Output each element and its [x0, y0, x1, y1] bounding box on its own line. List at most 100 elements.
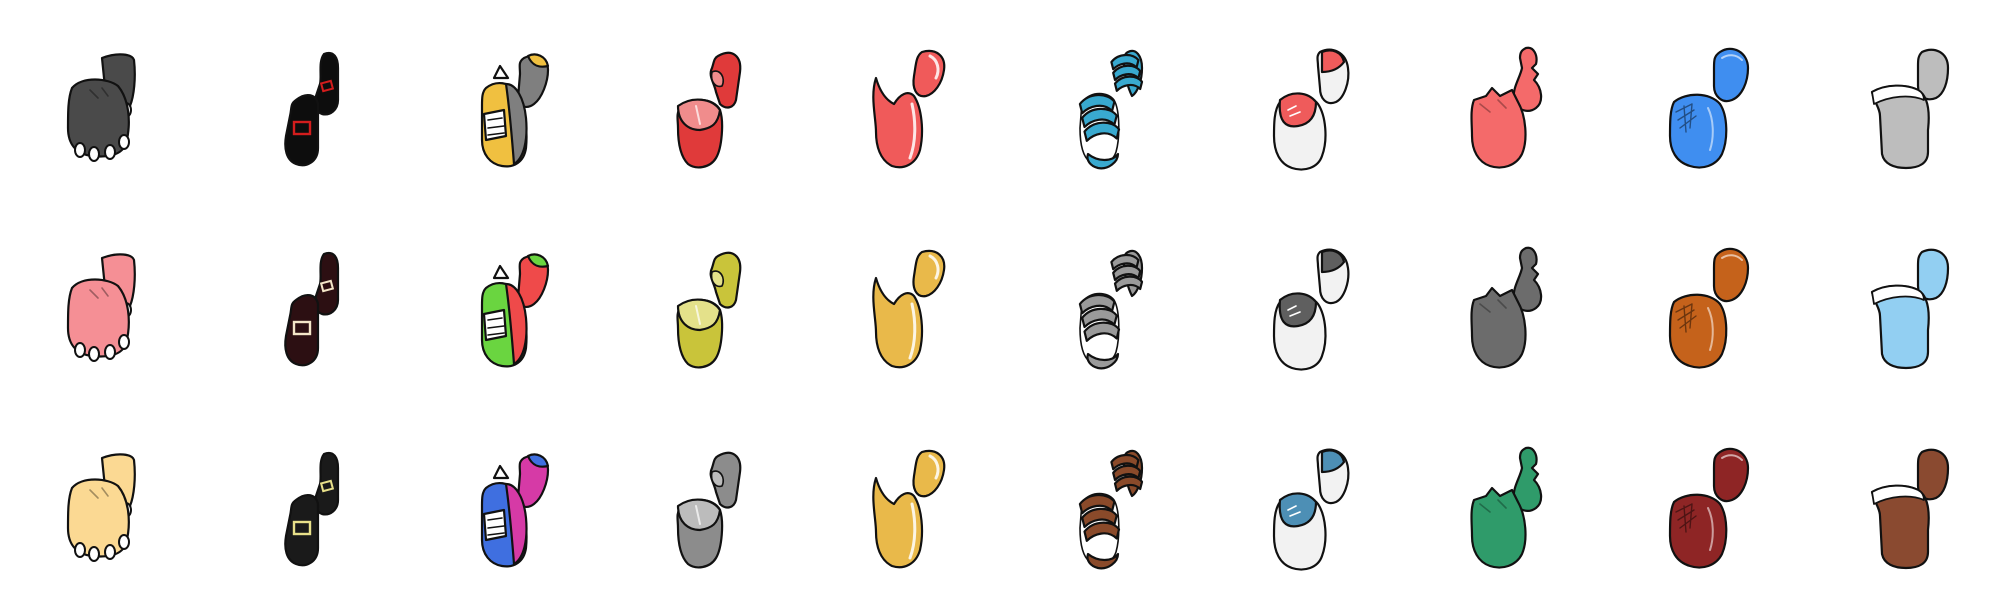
front-heel	[1086, 352, 1120, 370]
front-shoe	[1470, 286, 1527, 369]
toe-claw	[104, 144, 116, 160]
back-shoe	[1712, 447, 1750, 503]
lace-lines	[1287, 105, 1301, 117]
color-patch	[526, 53, 550, 68]
back-shoe	[1916, 448, 1950, 501]
laces	[482, 508, 508, 542]
shoe-sprite-r2-c1-paw[interactable]	[10, 223, 190, 413]
color-patch	[504, 482, 528, 566]
shoe-sprite-r2-c9-laced[interactable]	[1612, 223, 1792, 413]
shoe-sprite-r3-c8-boot[interactable]	[1412, 423, 1592, 600]
back-shoe	[314, 51, 340, 116]
front-shoe	[284, 94, 320, 167]
buckle	[292, 320, 312, 336]
collar	[1871, 84, 1925, 105]
shoe-sprite-r2-c7-sneaker[interactable]	[1212, 223, 1392, 413]
shoe-sprite-r2-c4-mule[interactable]	[612, 223, 792, 413]
color-patch	[526, 453, 550, 468]
strap	[676, 98, 722, 132]
shoe-sprite-r1-c10-slip[interactable]	[1812, 23, 1992, 213]
lace-lines	[1287, 505, 1301, 517]
strap	[676, 498, 722, 532]
strap-highlight	[710, 70, 725, 88]
strap-highlight	[710, 470, 725, 488]
front-upper	[1278, 292, 1318, 328]
shoe-sprite-r1-c6-strap[interactable]	[1012, 23, 1192, 213]
back-strap	[1113, 275, 1144, 292]
shoe-sprite-r1-c7-sneaker[interactable]	[1212, 23, 1392, 213]
shoe-sprite-r2-c3-patch[interactable]	[412, 223, 592, 413]
shoe-sprite-r3-c1-paw[interactable]	[10, 423, 190, 600]
front-strap	[1083, 521, 1121, 542]
shoe-sprite-r2-c2-buckle[interactable]	[212, 223, 392, 413]
strap-highlight	[710, 270, 725, 288]
shoe-sprite-r1-c3-patch[interactable]	[412, 23, 592, 213]
buckle	[319, 79, 335, 93]
shoe-sprite-r1-c4-mule[interactable]	[612, 23, 792, 213]
shoe-sprite-r3-c7-sneaker[interactable]	[1212, 423, 1392, 600]
back-shoe	[709, 251, 742, 309]
shoe-sprite-r2-c8-boot[interactable]	[1412, 223, 1592, 413]
shoe-sprite-r3-c4-mule[interactable]	[612, 423, 792, 600]
shoe-sprite-r1-c1-paw[interactable]	[10, 23, 190, 213]
back-shoe	[1512, 446, 1543, 512]
back-shoe	[1712, 247, 1750, 303]
back-upper	[1320, 49, 1346, 74]
shoe-sprite-r1-c9-laced[interactable]	[1612, 23, 1792, 213]
toe-claw	[104, 544, 116, 560]
back-strap	[1113, 75, 1144, 92]
shoe-sprite-r1-c5-curly[interactable]	[812, 23, 992, 213]
lace-lines	[487, 317, 505, 336]
front-shoe	[872, 476, 924, 569]
front-shoe	[1668, 493, 1728, 569]
tongue	[492, 464, 510, 480]
shoe-sprite-r3-c9-laced[interactable]	[1612, 423, 1792, 600]
shoe-sprite-r2-c10-slip[interactable]	[1812, 223, 1992, 413]
shoe-sprite-r2-c6-strap[interactable]	[1012, 223, 1192, 413]
back-shoe	[1916, 48, 1950, 101]
shine	[695, 305, 701, 325]
tongue	[492, 264, 510, 280]
shoe-sprite-r2-c5-curly[interactable]	[812, 223, 992, 413]
shoe-sprite-r1-c2-buckle[interactable]	[212, 23, 392, 213]
front-shoe	[872, 76, 924, 169]
shoe-sprite-r3-c5-curly[interactable]	[812, 423, 992, 600]
color-patch	[526, 253, 550, 268]
shine	[928, 254, 940, 280]
front-shoe	[872, 276, 924, 369]
lace-lines	[1675, 303, 1697, 333]
toe-claw	[88, 546, 100, 562]
front-shoe	[1668, 93, 1728, 169]
toe-claw	[74, 342, 86, 358]
toe-claw	[118, 534, 130, 550]
buckle	[319, 279, 335, 293]
toe-claw	[88, 146, 100, 162]
back-shoe	[1712, 47, 1750, 103]
back-strap	[1113, 475, 1144, 492]
toe-claw	[74, 542, 86, 558]
shoe-sprite-r3-c6-strap[interactable]	[1012, 423, 1192, 600]
shoe-sprite-r1-c8-boot[interactable]	[1412, 23, 1592, 213]
shine	[1707, 507, 1714, 551]
shoe-sprite-r3-c3-patch[interactable]	[412, 423, 592, 600]
front-heel	[1086, 552, 1120, 570]
shine	[1721, 454, 1743, 461]
front-shoe	[1470, 486, 1527, 569]
shine	[1721, 254, 1743, 261]
shoe-sprite-r3-c10-slip[interactable]	[1812, 423, 1992, 600]
tongue	[492, 64, 510, 80]
buckle	[292, 120, 312, 136]
toe-claw	[88, 346, 100, 362]
lace-lines	[1675, 103, 1697, 133]
back-shoe	[1512, 246, 1543, 312]
front-heel	[1086, 152, 1120, 170]
back-upper	[1320, 249, 1346, 274]
shine	[695, 105, 701, 125]
shoe-sprite-r3-c2-buckle[interactable]	[212, 423, 392, 600]
shine	[928, 54, 940, 80]
fold-lines	[1479, 99, 1507, 113]
shine	[908, 102, 917, 160]
toe-claw	[118, 334, 130, 350]
back-shoe	[314, 451, 340, 516]
